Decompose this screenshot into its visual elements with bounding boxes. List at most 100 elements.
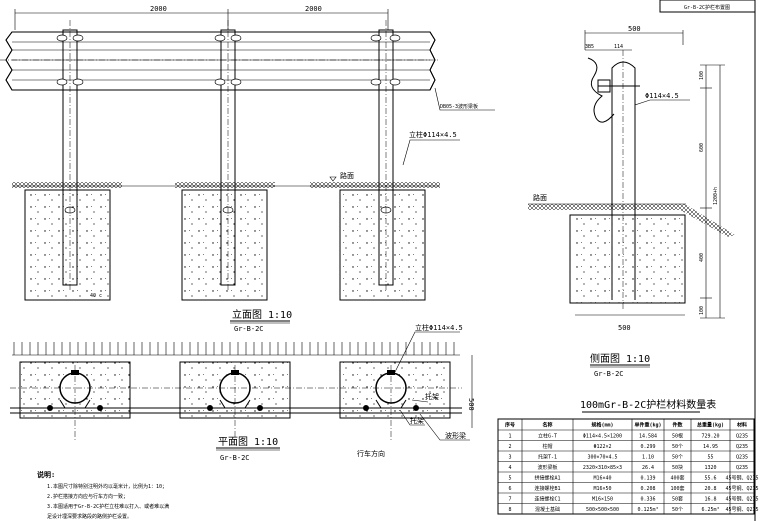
table-cell: 连接螺栓C1: [534, 495, 560, 502]
table-cell: 立柱G-T: [538, 432, 557, 439]
table-cell: 50根: [672, 432, 683, 439]
table-cell: 50个: [672, 507, 683, 513]
table-cell: 3: [508, 454, 511, 460]
table-cell: 0.208: [640, 486, 655, 492]
svg-text:500: 500: [467, 398, 475, 411]
side-title: 侧面图 1:10: [590, 352, 650, 365]
table-cell: Q235: [736, 444, 748, 450]
svg-text:100: 100: [699, 306, 705, 315]
table-cell: 8: [508, 507, 511, 513]
title-box: Gr-B-2C护栏布置图: [659, 0, 756, 13]
svg-text:足设计埋深要求路段的路侧护栏设置。: 足设计埋深要求路段的路侧护栏设置。: [47, 513, 132, 520]
svg-text:400: 400: [699, 253, 705, 262]
table-cell: 45号钢、Q235: [725, 495, 758, 502]
table-cell: 1320: [704, 465, 716, 471]
table-cell: Φ114×4.5×1200: [583, 433, 622, 439]
table-cell: 1.10: [642, 454, 654, 460]
table-cell: 400套: [670, 474, 684, 481]
svg-text:立柱Φ114×4.5: 立柱Φ114×4.5: [415, 323, 463, 332]
svg-text:3.本图适用于Gr-B-2C护栏立柱难以打入、或者难以满: 3.本图适用于Gr-B-2C护栏立柱难以打入、或者难以满: [47, 503, 169, 510]
table-cell: 连接螺栓B1: [534, 485, 560, 492]
table-cell: 0.139: [640, 475, 655, 481]
table-cell: 55.6: [704, 475, 716, 481]
table-cell: 柱帽: [542, 443, 552, 450]
svg-text:Gr-B-2C护栏布置图: Gr-B-2C护栏布置图: [684, 4, 730, 11]
table-cell: 50套: [672, 495, 683, 502]
table-cell: 20.8: [704, 486, 716, 492]
plan-title: 平面图 1:10: [218, 436, 278, 448]
svg-text:托架: 托架: [425, 392, 439, 401]
table-cell: 托架T-1: [538, 453, 557, 460]
table-cell: 5: [508, 475, 511, 481]
table-cell: 0.336: [640, 496, 655, 502]
table-title: 100mGr-B-2C护栏材料数量表: [580, 398, 716, 411]
svg-text:500: 500: [618, 324, 631, 332]
table-cell: 500×500×500: [586, 507, 619, 513]
svg-text:1.本图尺寸除特别注明外均以毫米计，比例为1：10；: 1.本图尺寸除特别注明外均以毫米计，比例为1：10；: [47, 483, 167, 490]
table-cell: 2320×310×85×3: [583, 465, 622, 471]
table-cell: 14.95: [703, 444, 718, 450]
table-cell: Φ122×2: [593, 444, 611, 450]
beam-label: DB05-3波形梁板: [440, 103, 478, 110]
svg-text:说明:: 说明:: [37, 470, 55, 479]
table-cell: 729.20: [701, 433, 719, 439]
post-label: 立柱Φ114×4.5: [409, 130, 457, 139]
side-view: 500 3B5 114 Φ114×4.5 路面 500 100 600 400 …: [528, 25, 735, 378]
elevation-title: 立面图 1:10: [232, 308, 292, 321]
dim-spacing-2: 2000: [305, 5, 322, 13]
road-label: 路面: [340, 171, 354, 180]
table-cell: Q235: [736, 433, 748, 439]
table-cell: 6: [508, 486, 511, 492]
elevation-view: 2000 2000: [0, 5, 495, 333]
table-cell: 50个: [672, 444, 683, 450]
svg-text:Gr-B-2C: Gr-B-2C: [234, 325, 264, 333]
table-cell: 拼接螺栓A1: [534, 474, 560, 481]
table-cell: 波形梁板: [537, 464, 557, 471]
table-header-cell: 序号: [504, 422, 515, 429]
table-cell: 4: [508, 465, 511, 471]
table-cell: 45号钢、Q235: [725, 485, 758, 492]
table-cell: 45号钢、Q235: [725, 506, 758, 513]
svg-text:3B5: 3B5: [585, 44, 594, 50]
table-header-cell: 规格(mm): [591, 422, 613, 429]
svg-text:Φ114×4.5: Φ114×4.5: [645, 92, 679, 100]
table-cell: 50个: [672, 454, 683, 460]
svg-text:波形梁: 波形梁: [445, 431, 466, 440]
table-cell: 0.299: [640, 444, 655, 450]
table-cell: 0.125m³: [637, 507, 658, 513]
materials-table: 100mGr-B-2C护栏材料数量表 序号 名称 规格(mm) 单件重(kg) 件数 总重…: [497, 398, 759, 515]
plan-view: 立柱Φ114×4.5 托架 托架 波形梁 500 平面图 1:10 Gr-B-2…: [10, 323, 475, 462]
svg-text:Gr-B-2C: Gr-B-2C: [594, 370, 624, 378]
table-cell: 混凝土基础: [535, 506, 560, 513]
table-cell: 100套: [670, 485, 684, 492]
table-cell: 6.25m³: [701, 507, 719, 513]
table-cell: 55: [707, 454, 713, 460]
table-cell: 300×70×4.5: [587, 454, 617, 460]
table-cell: 50块: [672, 464, 683, 471]
table-cell: 7: [508, 496, 511, 502]
table-cell: 1: [508, 433, 511, 439]
table-cell: 14.584: [639, 433, 657, 439]
traffic-direction: 行车方向: [357, 449, 385, 458]
table-cell: M16×40: [593, 475, 611, 481]
svg-text:100: 100: [699, 71, 705, 80]
table-cell: M16×150: [592, 496, 613, 502]
dim-spacing-1: 2000: [150, 5, 167, 13]
table-cell: 2: [508, 444, 511, 450]
table-cell: Q235: [736, 454, 748, 460]
table-header-cell: 材料: [737, 422, 747, 429]
table-header-cell: 总重量(kg): [697, 422, 724, 429]
notes: 说明: 1.本图尺寸除特别注明外均以毫米计，比例为1：10； 2.护栏搭接方向应…: [37, 470, 169, 520]
table-cell: 16.8: [704, 496, 716, 502]
table-header-cell: 名称: [542, 422, 552, 429]
svg-text:Gr-B-2C: Gr-B-2C: [220, 454, 250, 462]
table-header-cell: 件数: [672, 422, 683, 429]
svg-text:600: 600: [699, 143, 705, 152]
svg-text:114: 114: [614, 44, 623, 50]
svg-text:路面: 路面: [533, 193, 547, 202]
table-header-cell: 单件重(kg): [634, 422, 661, 429]
svg-text:40 c: 40 c: [90, 293, 102, 299]
svg-text:2.护栏搭接方向应与行车方向一致；: 2.护栏搭接方向应与行车方向一致；: [47, 493, 128, 500]
svg-text:托架: 托架: [410, 416, 424, 425]
